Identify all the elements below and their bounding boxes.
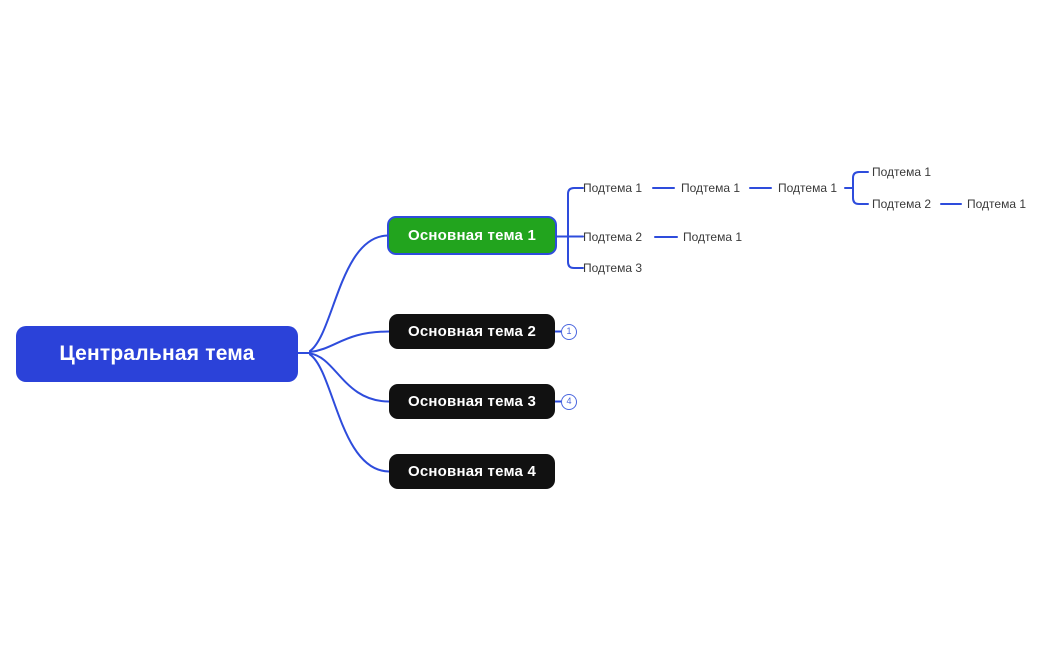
main-topic-node-2[interactable]: Основная тема 2: [389, 314, 555, 349]
connector-line: [567, 187, 584, 269]
collapse-badge-main-topic-3[interactable]: 4: [561, 394, 577, 410]
subtopic-label[interactable]: Подтема 3: [583, 261, 643, 275]
connector-line: [309, 234, 389, 352]
central-topic-node[interactable]: Центральная тема: [16, 326, 298, 382]
subtopic-label[interactable]: Подтема 2: [583, 230, 643, 244]
connector-line: [852, 171, 869, 205]
subtopic-label[interactable]: Подтема 1: [872, 165, 932, 179]
subtopic-label[interactable]: Подтема 2: [872, 197, 932, 211]
subtopic-label[interactable]: Подтема 1: [683, 230, 743, 244]
main-topic-node-3[interactable]: Основная тема 3: [389, 384, 555, 419]
subtopic-label[interactable]: Подтема 1: [778, 181, 838, 195]
main-topic-node-1[interactable]: Основная тема 1: [387, 216, 557, 255]
subtopic-label[interactable]: Подтема 1: [583, 181, 643, 195]
collapse-badge-main-topic-2[interactable]: 1: [561, 324, 577, 340]
main-topic-node-4[interactable]: Основная тема 4: [389, 454, 555, 489]
subtopic-label[interactable]: Подтема 1: [967, 197, 1027, 211]
connector-line: [309, 353, 390, 473]
subtopic-label[interactable]: Подтема 1: [681, 181, 741, 195]
connector-line: [309, 352, 390, 403]
connector-line: [309, 330, 390, 353]
